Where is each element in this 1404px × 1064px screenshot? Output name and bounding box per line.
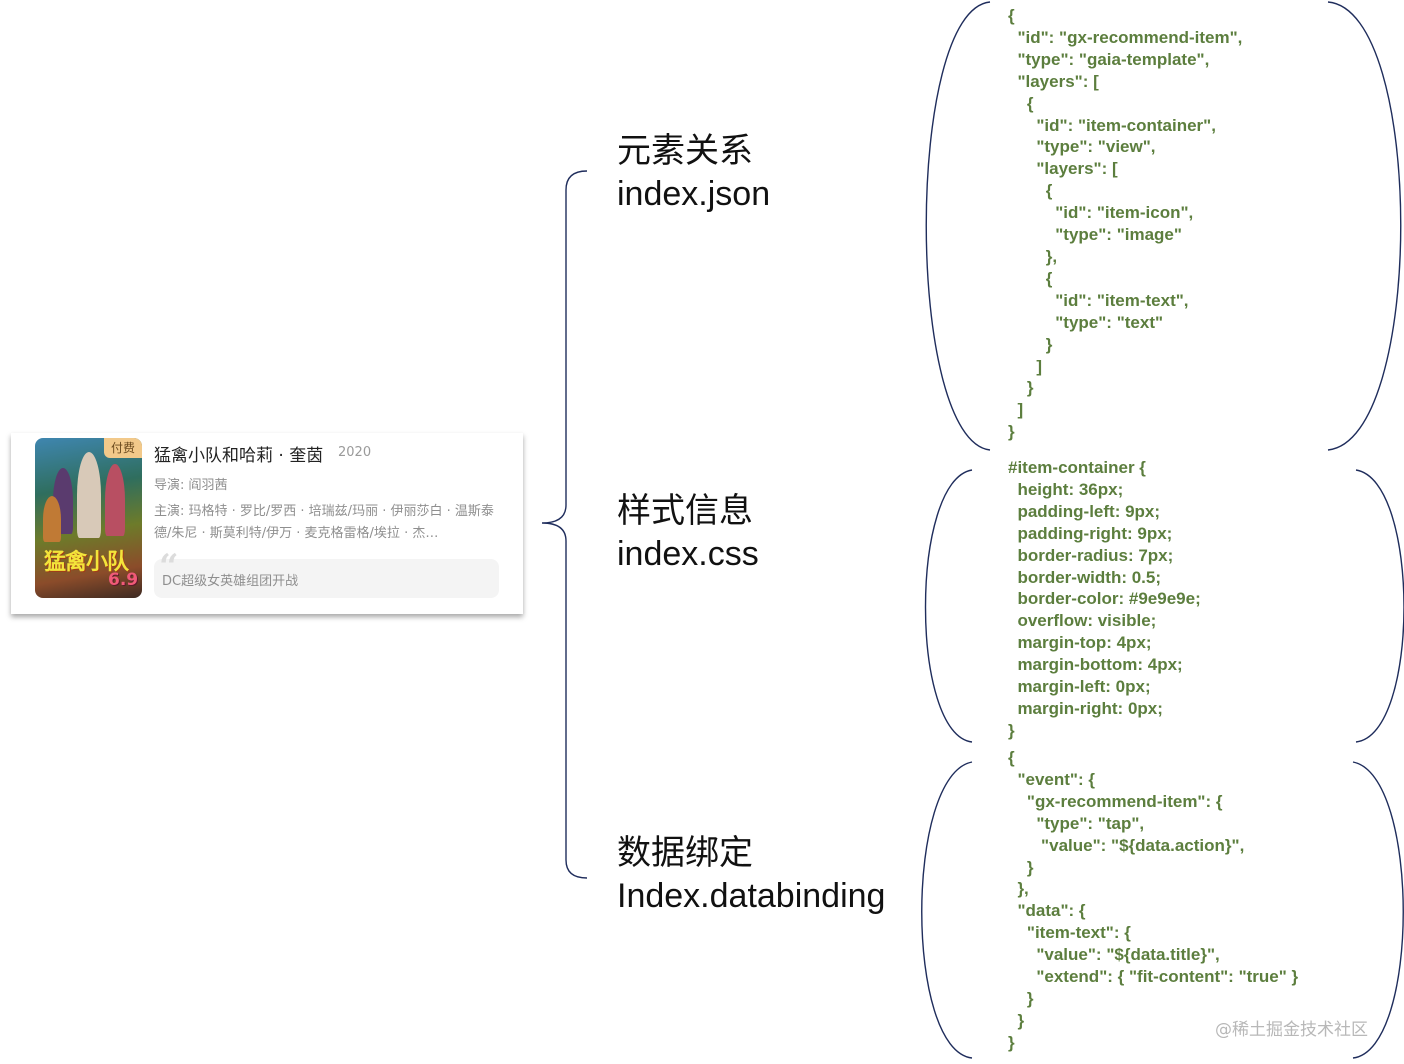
label-element-relation: 元素关系 index.json <box>617 130 770 216</box>
main-curly-brace <box>541 170 588 879</box>
movie-cast: 主演: 玛格特 · 罗比/罗西 · 培瑞兹/玛丽 · 伊丽莎白 · 温斯泰德/朱… <box>154 504 494 541</box>
databinding-panel-right-bracket <box>1352 761 1404 1059</box>
movie-recommend-card[interactable]: 付费 猛禽小队 6.9 猛禽小队和哈莉 · 奎茵 2020 导演: 阎羽茜 主演… <box>11 433 523 614</box>
tagline-box: “ DC超级女英雄组团开战 <box>154 550 499 598</box>
poster-figure <box>77 452 101 538</box>
quote-icon: “ <box>159 547 179 587</box>
label-file: index.json <box>617 175 771 213</box>
label-title: 元素关系 <box>617 132 753 170</box>
poster-rating-text: 6.9 <box>108 570 139 590</box>
poster-figure <box>43 496 61 542</box>
css-panel-left-bracket <box>924 469 973 743</box>
movie-title[interactable]: 猛禽小队和哈莉 · 奎茵 <box>154 446 324 466</box>
poster-figure <box>105 464 125 536</box>
databinding-panel-left-bracket <box>921 761 973 1059</box>
movie-year: 2020 <box>338 445 372 460</box>
index-css-code: #item-container { height: 36px; padding-… <box>1008 458 1201 740</box>
json-panel-left-bracket <box>925 1 991 451</box>
poster-title-text: 猛禽小队 <box>44 550 129 575</box>
label-title: 样式信息 <box>617 492 753 530</box>
css-panel-right-bracket <box>1355 469 1404 743</box>
label-title: 数据绑定 <box>617 834 753 872</box>
label-style-info: 样式信息 index.css <box>617 490 759 576</box>
json-panel-right-bracket <box>1327 1 1402 451</box>
movie-director: 导演: 阎羽茜 <box>154 478 228 493</box>
label-file: Index.databinding <box>617 877 886 915</box>
label-data-binding: 数据绑定 Index.databinding <box>617 832 885 918</box>
paid-badge: 付费 <box>104 438 142 458</box>
index-databinding-code: { "event": { "gx-recommend-item": { "typ… <box>1008 748 1299 1052</box>
watermark-text: @稀土掘金技术社区 <box>1215 1020 1368 1040</box>
movie-poster-image[interactable]: 付费 猛禽小队 6.9 <box>35 438 142 598</box>
tagline-text: DC超级女英雄组团开战 <box>162 574 299 589</box>
label-file: index.css <box>617 535 759 573</box>
index-json-code: { "id": "gx-recommend-item", "type": "ga… <box>1008 6 1243 442</box>
